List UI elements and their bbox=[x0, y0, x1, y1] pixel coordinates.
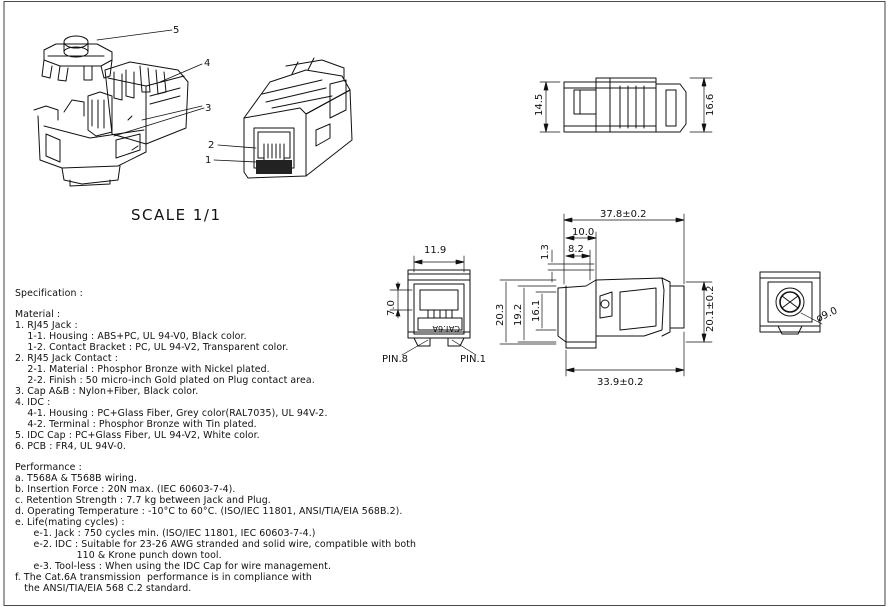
spec-line: 2-2. Finish : 50 micro-inch Gold plated … bbox=[15, 375, 315, 386]
rear-view bbox=[759, 271, 823, 335]
performance-line: e-3. Tool-less : When using the IDC Cap … bbox=[15, 561, 332, 572]
assembled-jack bbox=[243, 57, 353, 179]
spec-line: Material : bbox=[15, 309, 61, 320]
spec-line: 4-1. Housing : PC+Glass Fiber, Grey colo… bbox=[15, 408, 328, 419]
specification-heading: Specification : bbox=[15, 288, 83, 299]
spec-line: 4-2. Terminal : Phosphor Bronze with Tin… bbox=[15, 419, 257, 430]
performance-line: d. Operating Temperature : -10°C to 60°C… bbox=[15, 506, 403, 517]
spec-line: 1-1. Housing : ABS+PC, UL 94-V0, Black c… bbox=[15, 331, 247, 342]
dim-profile-10: 10.0 bbox=[572, 227, 594, 238]
callout-leaders bbox=[96, 29, 257, 163]
performance-line: f. The Cat.6A transmission performance i… bbox=[15, 572, 312, 583]
callout-5: 5 bbox=[173, 25, 179, 36]
callout-4: 4 bbox=[204, 58, 210, 69]
performance-line: a. T568A & T568B wiring. bbox=[15, 473, 138, 484]
dim-front-opening: 7.0 bbox=[386, 300, 397, 316]
spec-line: 2. RJ45 Jack Contact : bbox=[15, 353, 118, 364]
dim-profile-16-1: 16.1 bbox=[531, 300, 542, 322]
idc-housing bbox=[104, 61, 189, 145]
front-view bbox=[389, 255, 477, 356]
scale-label: SCALE 1/1 bbox=[131, 206, 222, 224]
profile-view bbox=[499, 213, 713, 377]
callout-1: 1 bbox=[205, 155, 211, 166]
dim-rear-diameter: ø9.0 bbox=[815, 305, 840, 324]
idc-cap bbox=[41, 35, 113, 82]
callout-3: 3 bbox=[205, 103, 211, 114]
performance-line: c. Retention Strength : 7.7 kg between J… bbox=[15, 495, 271, 506]
performance-line: the ANSI/TIA/EIA 568 C.2 standard. bbox=[15, 583, 192, 594]
dim-front-width: 11.9 bbox=[424, 245, 446, 256]
dim-profile-bottom-length: 33.9±0.2 bbox=[597, 377, 644, 388]
exploded-isometric-view bbox=[33, 29, 353, 187]
performance-line: b. Insertion Force : 20N max. (IEC 60603… bbox=[15, 484, 236, 495]
spec-line: 3. Cap A&B : Nylon+Fiber, Black color. bbox=[15, 386, 199, 397]
dim-profile-20-1: 20.1±0.2 bbox=[705, 285, 716, 332]
jack-marking: CAT.6A bbox=[432, 324, 460, 333]
spec-line: 2-1. Material : Phosphor Bronze with Nic… bbox=[15, 364, 270, 375]
drawing-border bbox=[3, 1, 886, 606]
spec-line: 5. IDC Cap : PC+Glass Fiber, UL 94-V2, W… bbox=[15, 430, 260, 441]
pin-label-right: PIN.1 bbox=[460, 354, 486, 365]
callout-2: 2 bbox=[208, 140, 214, 151]
spec-line: 4. IDC : bbox=[15, 397, 51, 408]
side-view bbox=[539, 77, 713, 133]
performance-line: e. Life(mating cycles) : bbox=[15, 517, 125, 528]
pin-label-left: PIN.8 bbox=[382, 354, 408, 365]
dim-side-height-a: 14.5 bbox=[534, 94, 545, 116]
performance-heading: Performance : bbox=[15, 462, 82, 473]
performance-list: a. T568A & T568B wiring. b. Insertion Fo… bbox=[15, 473, 416, 594]
spec-line: 1-2. Contact Bracket : PC, UL 94-V2, Tra… bbox=[15, 342, 289, 353]
performance-line: e-2. IDC : Suitable for 23-26 AWG strand… bbox=[15, 539, 417, 550]
spec-line: 6. PCB : FR4, UL 94V-0. bbox=[15, 441, 126, 452]
performance-line: 110 & Krone punch down tool. bbox=[15, 550, 222, 561]
dim-side-height-b: 16.6 bbox=[705, 94, 716, 116]
dim-profile-19-2: 19.2 bbox=[513, 304, 524, 326]
specification-list: Material : 1. RJ45 Jack : 1-1. Housing :… bbox=[15, 309, 328, 452]
dim-profile-20-3: 20.3 bbox=[495, 304, 506, 326]
dim-profile-total-length: 37.8±0.2 bbox=[600, 209, 647, 220]
spec-line: 1. RJ45 Jack : bbox=[15, 320, 78, 331]
dim-profile-8-2: 8.2 bbox=[568, 244, 584, 255]
dim-profile-1-3: 1.3 bbox=[540, 244, 551, 260]
performance-line: e-1. Jack : 750 cycles min. (ISO/IEC 118… bbox=[15, 528, 316, 539]
